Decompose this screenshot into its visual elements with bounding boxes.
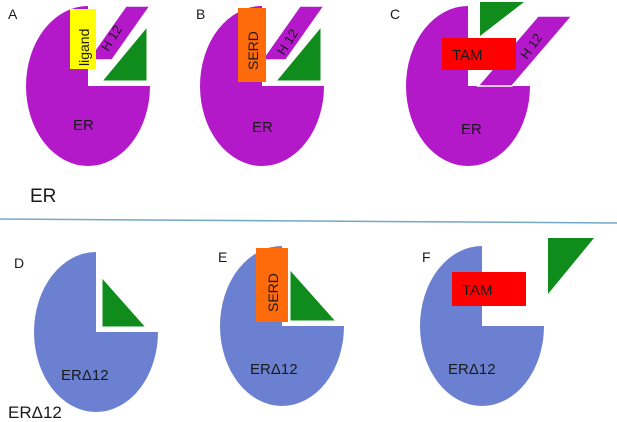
tam-label-f: TAM (462, 282, 493, 299)
panel-c: C H 12 TAM ER (390, 2, 574, 166)
panel-b: B H 12 SERD ER (196, 5, 326, 166)
panel-e: E SERD ERΔ12 (218, 246, 344, 406)
er-delta-body-e (220, 246, 344, 406)
panel-d: D ERΔ12 (14, 252, 158, 412)
tam-label-c: TAM (452, 47, 483, 64)
er-body-label-b: ER (252, 119, 273, 136)
green-wedge-c (480, 2, 524, 36)
er-delta-body-label-f: ERΔ12 (448, 361, 496, 378)
tam-box-c (442, 38, 516, 70)
row-divider (0, 218, 617, 224)
er-body-b (200, 6, 324, 166)
er-body-c (406, 6, 530, 166)
serd-label-b: SERD (245, 31, 261, 70)
green-wedge-f (548, 238, 594, 294)
er-body-a (26, 6, 150, 166)
serd-label-e: SERD (265, 273, 281, 312)
panel-a: A H 12 ligand ER (8, 5, 152, 166)
panel-letter-b: B (196, 6, 205, 22)
er-delta-body-label-d: ERΔ12 (61, 367, 109, 384)
tam-box-f (452, 272, 526, 306)
green-wedge-e (287, 263, 342, 324)
row-label-er-delta: ERΔ12 (8, 403, 62, 422)
h12-helix-a (86, 5, 152, 61)
serd-box-e (256, 248, 288, 322)
panel-letter-c: C (390, 6, 400, 22)
panel-letter-e: E (218, 249, 227, 265)
row-label-er: ER (30, 186, 56, 207)
ligand-box-a (70, 9, 96, 69)
panel-letter-d: D (14, 255, 24, 271)
panel-f: F TAM ERΔ12 (420, 238, 594, 406)
h12-helix-b (260, 5, 326, 61)
er-body-label-a: ER (73, 117, 94, 134)
panel-letter-a: A (8, 6, 18, 22)
ligand-label-a: ligand (76, 29, 92, 66)
er-delta-body-f (420, 246, 544, 406)
serd-box-b (238, 8, 266, 82)
er-delta-body-label-e: ERΔ12 (250, 361, 298, 378)
green-wedge-d (99, 271, 152, 330)
green-wedge-b (270, 19, 324, 84)
green-wedge-a (96, 19, 150, 84)
panel-letter-f: F (422, 249, 431, 265)
er-delta-body-d (34, 252, 158, 412)
er-body-label-c: ER (461, 121, 482, 138)
